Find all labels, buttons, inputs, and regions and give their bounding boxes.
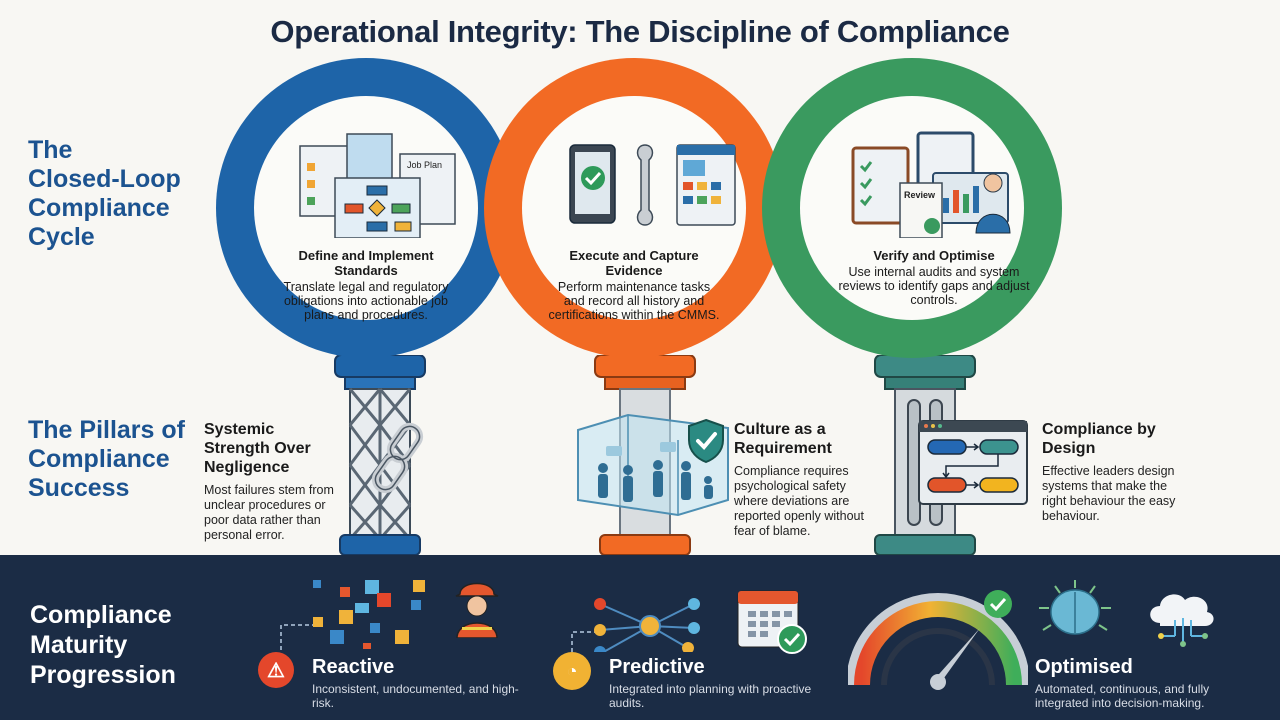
pillar-heading: Systemic Strength Over Negligence bbox=[204, 421, 311, 476]
pillar-heading: Compliance by Design bbox=[1042, 421, 1156, 457]
warning-icon: ⚠ bbox=[258, 652, 294, 688]
network-nodes-icon bbox=[571, 598, 700, 652]
stage-description: Integrated into planning with proactive … bbox=[609, 682, 812, 710]
cycle-step-verify: Verify and Optimise Use internal audits … bbox=[836, 248, 1032, 307]
cycle-step-heading: Verify and Optimise bbox=[873, 248, 995, 263]
cycle-step-body: Perform maintenance tasks and record all… bbox=[548, 280, 720, 322]
stage-optimised: Optimised Automated, continuous, and ful… bbox=[1035, 656, 1265, 710]
stage-predictive: Predictive Integrated into planning with… bbox=[609, 656, 829, 710]
stage-reactive: Reactive Inconsistent, undocumented, and… bbox=[312, 656, 532, 710]
pillar-culture: Culture as a Requirement Compliance requ… bbox=[734, 420, 870, 539]
calendar-check-icon bbox=[737, 590, 807, 654]
pillar-body: Most failures stem from unclear procedur… bbox=[204, 483, 334, 542]
pillar-systemic-strength: Systemic Strength Over Negligence Most f… bbox=[204, 420, 344, 543]
cycle-step-heading: Execute and Capture Evidence bbox=[569, 248, 699, 278]
maturity-section-label: Compliance Maturity Progression bbox=[30, 601, 176, 689]
gauge-icon: ◔ bbox=[553, 652, 591, 690]
shield-check-icon bbox=[688, 418, 724, 464]
page-title: Operational Integrity: The Discipline of… bbox=[270, 14, 1010, 49]
stage-description: Automated, continuous, and fully integra… bbox=[1035, 682, 1210, 710]
pillar-body: Effective leaders design systems that ma… bbox=[1042, 464, 1176, 523]
stage-name: Optimised bbox=[1035, 656, 1133, 678]
svg-text:Review: Review bbox=[904, 190, 936, 200]
speedometer-gauge-icon bbox=[848, 590, 1028, 690]
cycle-step-execute: Execute and Capture Evidence Perform mai… bbox=[548, 248, 720, 322]
firefighter-icon bbox=[455, 582, 499, 638]
stage-name: Predictive bbox=[609, 656, 705, 678]
documents-flowchart-icon: Job Plan bbox=[299, 133, 456, 238]
lattice-pillar-chain-icon bbox=[334, 355, 426, 555]
review-clipboard-analyst-icon: Review bbox=[851, 131, 1011, 238]
cloud-network-icon bbox=[1150, 594, 1214, 647]
tablet-wrench-dashboard-icon bbox=[569, 144, 736, 226]
cycle-step-body: Translate legal and regulatory obligatio… bbox=[283, 280, 449, 322]
svg-text:Job Plan: Job Plan bbox=[407, 160, 442, 170]
cycle-step-define: Define and Implement Standards Translate… bbox=[276, 248, 456, 322]
cycle-step-heading: Define and Implement Standards bbox=[298, 248, 434, 278]
stage-name: Reactive bbox=[312, 656, 395, 678]
pillar-compliance-by-design: Compliance by Design Effective leaders d… bbox=[1042, 420, 1182, 524]
brain-icon bbox=[1039, 580, 1111, 635]
cycle-step-body: Use internal audits and system reviews t… bbox=[838, 265, 1030, 307]
stage-description: Inconsistent, undocumented, and high-ris… bbox=[312, 682, 519, 710]
cycle-section-label: The Closed-Loop Compliance Cycle bbox=[28, 136, 181, 251]
pillar-body: Compliance requires psychological safety… bbox=[734, 464, 864, 538]
pillar-heading: Culture as a Requirement bbox=[734, 421, 832, 457]
workflow-window-icon bbox=[918, 420, 1028, 505]
maturity-band bbox=[0, 555, 1280, 720]
pillars-section-label: The Pillars of Compliance Success bbox=[28, 416, 185, 502]
scattered-blocks-icon bbox=[280, 580, 425, 650]
